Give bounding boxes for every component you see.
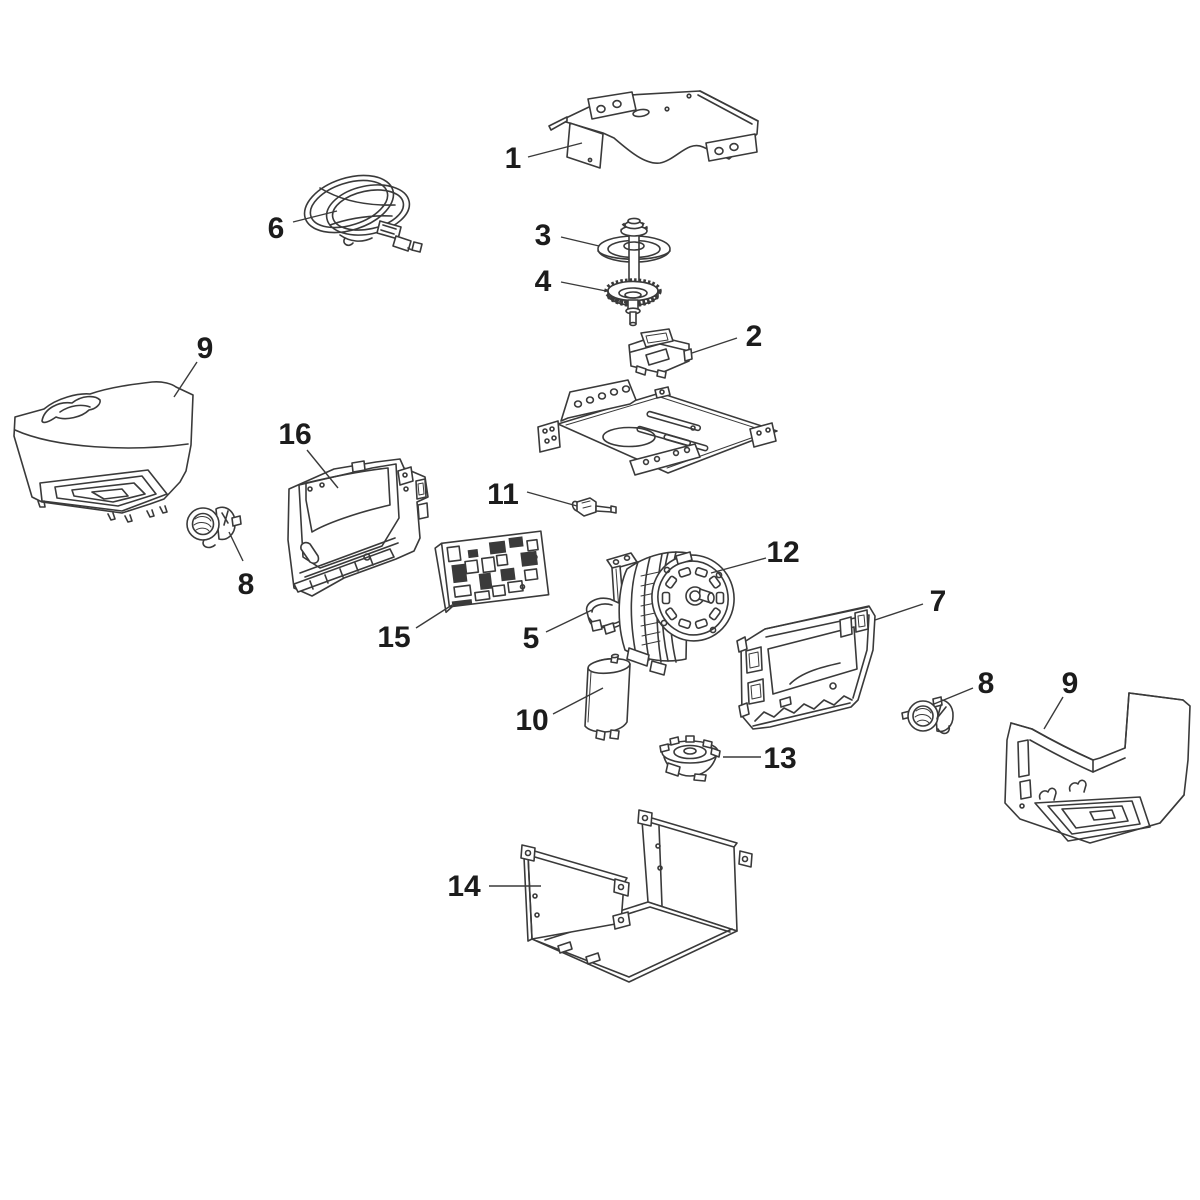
callout-label-9-left: 9 — [197, 332, 214, 365]
part-9-right-cover-drawing — [1004, 692, 1191, 844]
leader-line-8-left — [228, 531, 244, 562]
callout-label-11: 11 — [487, 478, 519, 511]
leader-line-3 — [560, 236, 600, 247]
part-3-sprocket-drawing — [597, 217, 671, 284]
callout-label-10: 10 — [515, 704, 548, 737]
leader-line-4 — [560, 281, 607, 292]
part-11-switch-drawing — [571, 497, 617, 517]
leader-line-5 — [545, 609, 593, 633]
leader-line-10 — [552, 687, 604, 715]
part-8-left-socket-drawing — [186, 506, 242, 549]
part-9-left-cover-drawing — [13, 381, 194, 523]
callout-label-13: 13 — [763, 742, 796, 775]
callout-label-2: 2 — [746, 320, 763, 353]
callout-label-14: 14 — [447, 870, 481, 903]
callout-label-3: 3 — [535, 219, 552, 252]
part-14-bottom-cover-drawing — [520, 809, 753, 983]
part-2-switch-bracket-drawing — [628, 328, 693, 379]
callout-label-1: 1 — [505, 142, 522, 175]
leader-line-8-right — [933, 687, 974, 705]
part-6-wire-harness-drawing — [303, 174, 423, 253]
leader-line-2 — [691, 337, 738, 354]
leader-line-15 — [415, 604, 453, 629]
callout-label-15: 15 — [377, 621, 410, 654]
leader-line-11 — [526, 491, 578, 507]
chassis-plate-drawing — [537, 379, 778, 476]
part-1-top-bracket-drawing — [548, 90, 759, 169]
callout-label-4: 4 — [535, 265, 552, 298]
callout-label-12: 12 — [766, 536, 799, 569]
leader-line-12 — [710, 557, 767, 574]
leader-line-1 — [527, 142, 583, 158]
callout-label-6: 6 — [268, 212, 285, 245]
callout-label-7: 7 — [930, 585, 947, 618]
part-12-motor-drawing — [618, 551, 735, 676]
callout-label-5: 5 — [523, 622, 540, 655]
callout-label-8-right: 8 — [978, 667, 995, 700]
leader-line-9-left — [173, 361, 198, 398]
part-8-right-socket-drawing — [901, 696, 954, 735]
part-10-capacitor-drawing — [584, 653, 631, 741]
callout-label-8-left: 8 — [238, 568, 255, 601]
part-13-hub-assembly-drawing — [659, 735, 721, 782]
leader-line-6 — [292, 210, 338, 223]
leader-line-7 — [874, 603, 924, 621]
part-15-circuit-board-drawing — [434, 530, 550, 614]
part-16-housing-panel-drawing — [287, 458, 429, 597]
leader-line-16 — [306, 449, 339, 489]
callout-label-16: 16 — [278, 418, 311, 451]
part-4-gear-drawing — [604, 278, 662, 327]
leader-line-9-right — [1043, 696, 1064, 730]
callout-label-9-right: 9 — [1062, 667, 1079, 700]
part-7-frame-bracket-drawing — [736, 605, 876, 730]
